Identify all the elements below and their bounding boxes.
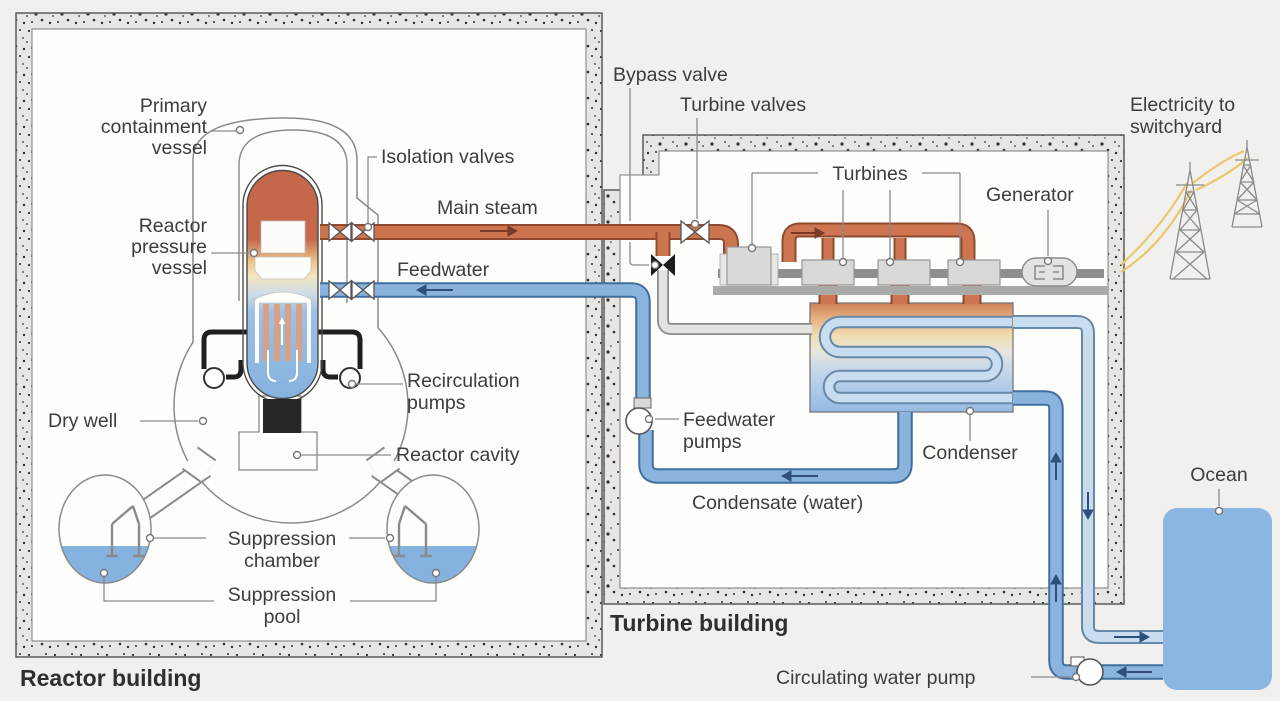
steam-separator [254,256,312,280]
core-shroud [255,301,259,363]
svg-text:chamber: chamber [244,550,320,572]
hp-turbine [726,246,772,286]
coolant-flow-arrows [267,317,298,382]
fuel-rods [263,304,302,361]
label-condensate-water: Condensate (water) [692,492,863,514]
turbine-valve [680,219,710,245]
vent-duct-left [131,446,217,524]
feedwater-pump [625,397,653,435]
svg-text:pumps: pumps [683,431,742,453]
label-turbine-building: Turbine building [610,610,788,636]
tower-right [1231,140,1263,228]
svg-text:vessel: vessel [152,257,207,279]
label-electricity-to-switchyard: Electricity to [1130,94,1235,116]
label-main-steam: Main steam [437,197,538,219]
label-circulating-water-pump: Circulating water pump [776,667,976,689]
transmission-towers [1120,140,1263,280]
flow-arrows [415,225,1152,678]
label-turbine-valves: Turbine valves [680,94,806,116]
isolation-valves-feedwater [328,279,375,301]
lp-turbine-3 [947,259,1001,286]
ocean-body [1163,508,1272,690]
lp-turbine-1 [801,259,855,286]
label-recirculation-pumps: Recirculation [407,370,520,392]
label-turbines: Turbines [832,163,907,185]
main-steam-pipe [320,224,739,258]
svg-text:vessel: vessel [152,137,207,159]
tower-left [1169,162,1211,280]
condensate-pipe [638,412,913,484]
label-feedwater: Feedwater [397,259,490,281]
label-isolation-valves: Isolation valves [381,146,515,168]
lp-turbine-2 [877,259,931,286]
circulating-water-discharge-pipe [1013,315,1163,644]
leader-dots [99,125,1224,682]
reactor-pressure-vessel [242,164,323,404]
feedwater-pipe [320,282,651,402]
label-suppression-chamber: Suppression [228,528,336,550]
label-reactor-cavity: Reactor cavity [396,444,520,466]
isolation-valves-steam [328,221,375,243]
diagram-labels: Primary containment vessel Reactor press… [20,64,1248,691]
label-reactor-building: Reactor building [20,665,201,691]
leader-lines [103,88,1220,678]
turbine-platform [713,286,1108,295]
label-primary-containment-vessel: Primary [140,95,207,117]
crossover-steam-pipe [781,222,976,262]
label-bypass-valve: Bypass valve [613,64,728,86]
recirculation-pump-left [203,367,225,389]
circulating-water-intake-pipe [1013,390,1163,680]
svg-text:switchyard: switchyard [1130,116,1222,138]
label-generator: Generator [986,184,1074,206]
label-condenser: Condenser [922,442,1018,464]
circulating-water-pump-symbol [1070,656,1104,686]
control-rod-drive [263,399,301,433]
svg-text:pumps: pumps [407,392,466,414]
label-suppression-pool: Suppression [228,584,336,606]
svg-text:pool: pool [264,606,301,628]
svg-text:containment: containment [101,116,208,138]
condenser-cooling-coil [818,315,1012,405]
label-feedwater-pumps: Feedwater [683,409,776,431]
steam-dryer [260,220,306,254]
svg-text:pressure: pressure [131,236,207,258]
label-reactor-pressure-vessel: Reactor [139,215,208,237]
label-dry-well: Dry well [48,410,117,432]
label-ocean: Ocean [1190,464,1247,486]
bypass-pipe [657,270,812,335]
